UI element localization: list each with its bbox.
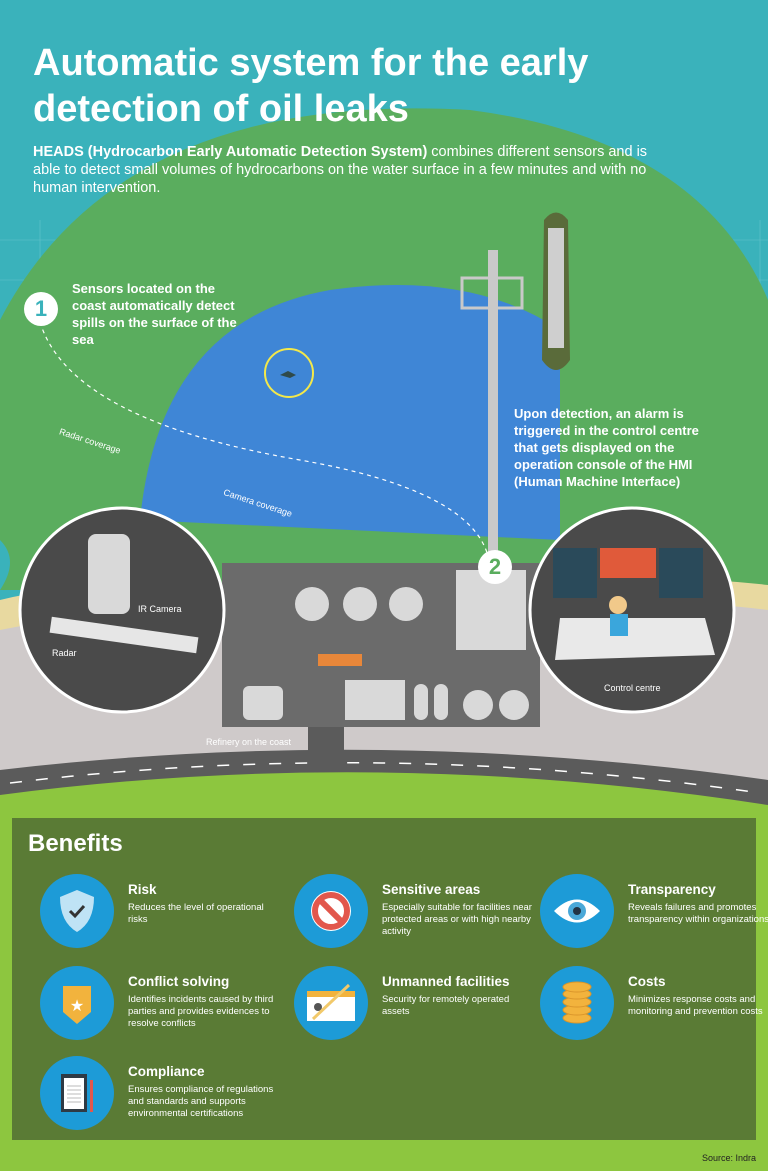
flow-path [39,321,489,557]
benefit-risk: Risk Reduces the level of operational ri… [40,874,280,954]
benefit-text: Ensures compliance of regulations and st… [128,1084,274,1119]
badge-icon: ★ [40,966,114,1040]
benefit-title: Compliance [128,1064,205,1079]
benefit-title: Transparency [628,882,716,897]
intro-body: combines different sensors and is able t… [33,144,648,196]
benefit-sensitive-areas: Sensitive areas Especially suitable for … [294,874,534,954]
benefit-title: Conflict solving [128,974,230,989]
benefit-text: Reveals failures and promotes transparen… [628,902,768,925]
benefit-title: Sensitive areas [382,882,481,897]
control-centre-circle [528,506,736,714]
illustration [0,0,768,818]
radar-label: Radar [52,648,77,658]
shield-check-icon [40,874,114,948]
step-2-badge: 2 [478,550,512,584]
tanker-ship-icon [542,212,570,370]
benefit-text: Identifies incidents caused by third par… [128,994,274,1029]
crossed-id-card-icon [294,966,368,1040]
benefit-text: Security for remotely operated assets [382,994,510,1017]
clipboard-icon [40,1056,114,1130]
camera-coverage-area [140,285,560,540]
benefit-compliance: Compliance Ensures compliance of regulat… [40,1056,280,1136]
source-credit: Source: Indra [701,1153,756,1163]
step-2-text: Upon detection, an alarm is triggered in… [514,406,699,489]
benefits-title: Benefits [28,830,123,857]
road [0,749,768,805]
benefit-text: Reduces the level of operational risks [128,902,264,925]
intro-text: HEADS (Hydrocarbon Early Automatic Detec… [33,143,653,197]
svg-text:★: ★ [70,998,84,1015]
benefit-transparency: Transparency Reveals failures and promot… [540,874,768,954]
control-centre-label: Control centre [604,683,661,693]
benefit-unmanned-facilities: Unmanned facilities Security for remotel… [294,966,534,1046]
benefit-title: Unmanned facilities [382,974,510,989]
coins-icon [540,966,614,1040]
benefit-costs: Costs Minimizes response costs and monit… [540,966,768,1046]
tower-mast [488,250,498,580]
benefit-text: Minimizes response costs and monitoring … [628,994,763,1017]
detected-spill-marker [264,348,314,398]
benefit-title: Costs [628,974,666,989]
page-title: Automatic system for the early detection… [33,42,589,130]
benefit-text: Especially suitable for facilities near … [382,902,532,937]
ir-camera-label: IR Camera [138,604,182,614]
prohibited-icon [294,874,368,948]
benefit-title: Risk [128,882,157,897]
eye-icon [540,874,614,948]
benefits-panel [12,818,756,1140]
refinery-label: Refinery on the coast [206,737,292,747]
step-1-text: Sensors located on the coast automatical… [72,281,237,347]
step-1-badge: 1 [24,292,58,326]
benefit-conflict-solving: ★ Conflict solving Identifies incidents … [40,966,280,1046]
intro-acronym: HEADS (Hydrocarbon Early Automatic Detec… [33,144,428,160]
